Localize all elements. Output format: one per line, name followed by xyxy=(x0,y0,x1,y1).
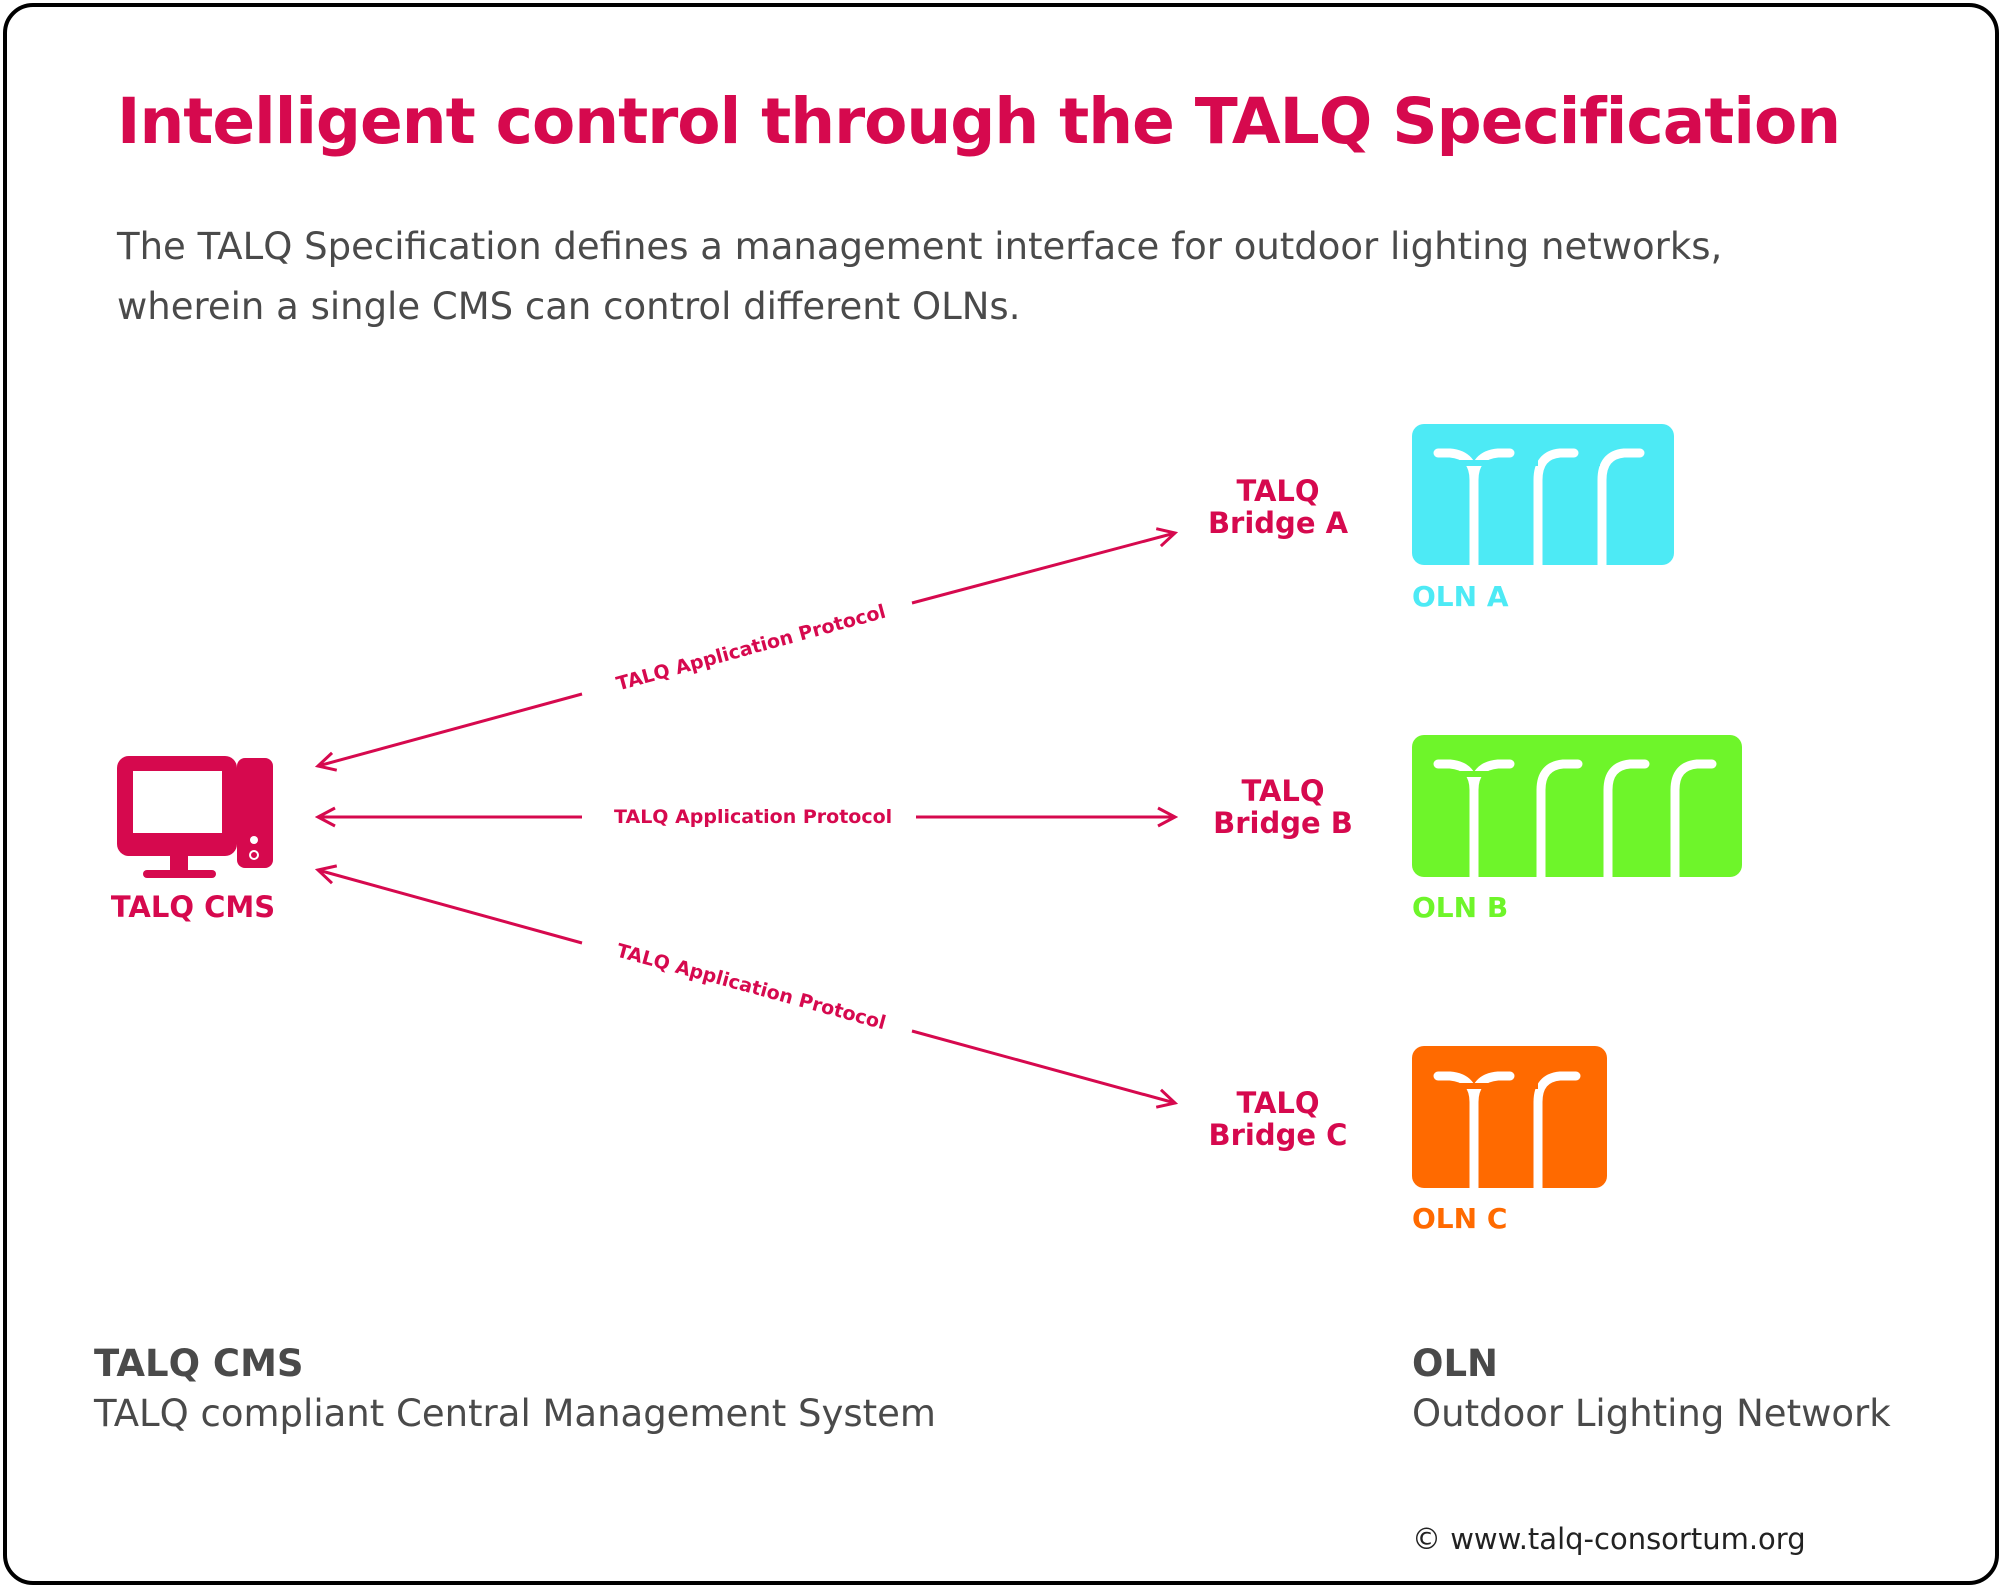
page-subtitle: The TALQ Specification defines a managem… xyxy=(117,217,1867,337)
bridge-c-line-2: Bridge C xyxy=(1208,1118,1348,1152)
bridge-c-line-1: TALQ xyxy=(1236,1086,1320,1120)
oln-c-box xyxy=(1412,1046,1607,1193)
copyright-notice: © www.talq-consortum.org xyxy=(1412,1522,1806,1556)
bridge-b-line-2: Bridge B xyxy=(1213,806,1353,840)
oln-b-label: OLN B xyxy=(1412,891,1509,924)
legend-cms-definition: TALQ compliant Central Management System xyxy=(94,1392,936,1435)
legend-oln-term: OLN xyxy=(1412,1342,1498,1385)
protocol-arrow-c xyxy=(318,870,1175,1103)
subtitle-line-2: wherein a single CMS can control differe… xyxy=(117,285,1021,328)
bridge-a-line-2: Bridge A xyxy=(1207,506,1349,540)
computer-icon xyxy=(117,756,273,878)
oln-a-label: OLN A xyxy=(1412,580,1509,613)
bridge-c-label: TALQ Bridge C xyxy=(1168,1087,1388,1151)
bridge-b-label: TALQ Bridge B xyxy=(1173,775,1393,839)
oln-c-label: OLN C xyxy=(1412,1202,1508,1235)
bridge-a-line-1: TALQ xyxy=(1236,474,1320,508)
subtitle-line-1: The TALQ Specification defines a managem… xyxy=(117,225,1723,268)
oln-b-box xyxy=(1412,735,1742,882)
protocol-label-b: TALQ Application Protocol xyxy=(614,806,893,828)
legend-oln-definition: Outdoor Lighting Network xyxy=(1412,1392,1891,1435)
legend-cms-term: TALQ CMS xyxy=(94,1342,304,1385)
bridge-a-label: TALQ Bridge A xyxy=(1168,475,1388,539)
oln-a-box xyxy=(1412,424,1674,570)
cms-label: TALQ CMS xyxy=(110,890,276,924)
page-title: Intelligent control through the TALQ Spe… xyxy=(117,85,1841,158)
outer-frame xyxy=(3,3,1999,1585)
protocol-arrow-a xyxy=(318,533,1175,766)
bridge-b-line-1: TALQ xyxy=(1241,774,1325,808)
